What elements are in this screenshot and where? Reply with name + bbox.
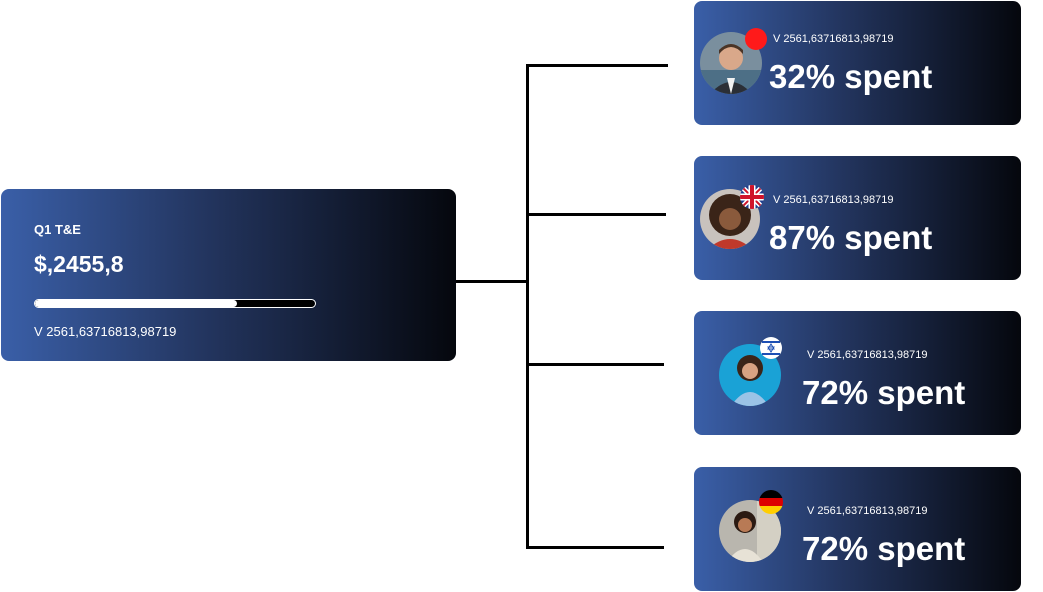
budget-amount: $,2455,8 [34,251,124,277]
budget-card: Q1 T&E $,2455,8 V 2561,63716813,98719 [1,189,456,361]
connector-branch-4 [526,546,664,549]
person-card-2: V 2561,63716813,98719 87% spent [694,156,1021,280]
red-dot-flag-icon [744,27,768,51]
person-card-4: V 2561,63716813,98719 72% spent [694,467,1021,591]
person-spent: 87% spent [769,219,933,256]
connector-main [456,280,527,283]
person-code: V 2561,63716813,98719 [773,33,894,45]
israel-flag-icon [759,336,783,360]
connector-branch-2 [526,213,666,216]
connector-branch-3 [526,363,664,366]
connector-branch-1 [526,64,668,67]
person-code: V 2561,63716813,98719 [807,349,928,361]
person-code: V 2561,63716813,98719 [773,194,894,206]
person-card-1: V 2561,63716813,98719 32% spent [694,1,1021,125]
uk-flag-icon [740,185,764,209]
person-spent: 72% spent [802,530,966,567]
budget-progress-bar [34,299,316,308]
germany-flag-icon [758,489,784,515]
connector-trunk [526,64,529,549]
person-code: V 2561,63716813,98719 [807,505,928,517]
person-card-3: V 2561,63716813,98719 72% spent [694,311,1021,435]
person-spent: 72% spent [802,374,966,411]
person-spent: 32% spent [769,58,933,95]
budget-progress-fill [35,300,237,307]
budget-title: Q1 T&E [34,222,81,237]
budget-code: V 2561,63716813,98719 [34,324,177,339]
